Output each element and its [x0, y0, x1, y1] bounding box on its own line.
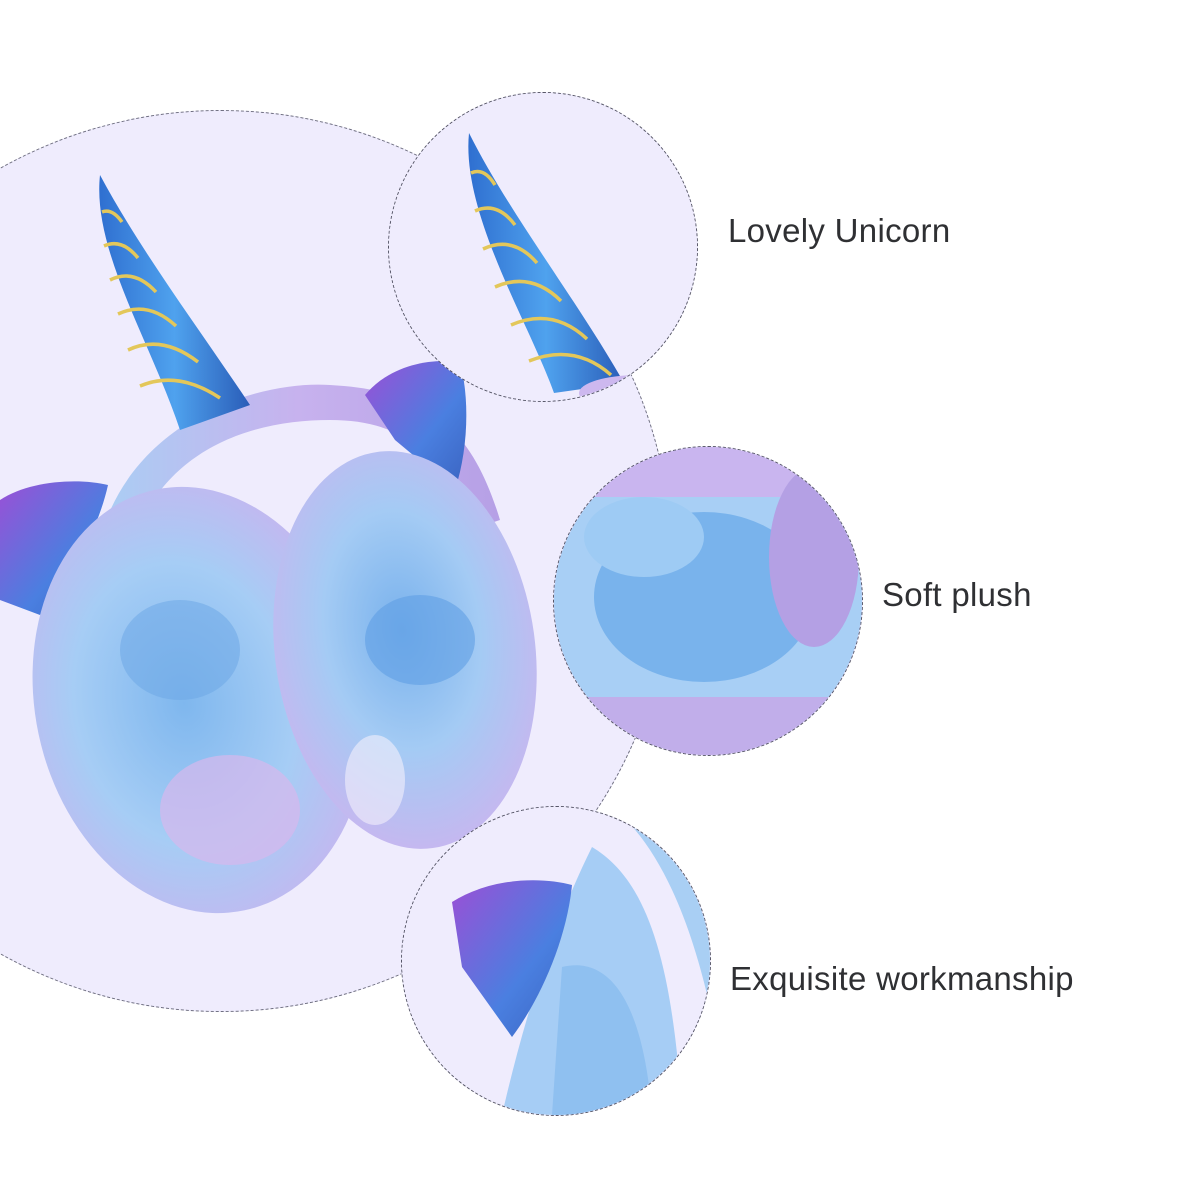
unicorn-horn-icon [389, 93, 697, 401]
detail-circle-horn [388, 92, 698, 402]
detail-circle-plush [553, 446, 863, 756]
detail-circle-ear [401, 806, 711, 1116]
feature-label-soft-plush: Soft plush [882, 576, 1032, 613]
cat-ear-icon [402, 807, 710, 1115]
feature-label-exquisite-workmanship: Exquisite workmanship [730, 960, 1074, 997]
plush-fabric-icon [554, 447, 862, 755]
feature-label-lovely-unicorn: Lovely Unicorn [728, 212, 951, 249]
